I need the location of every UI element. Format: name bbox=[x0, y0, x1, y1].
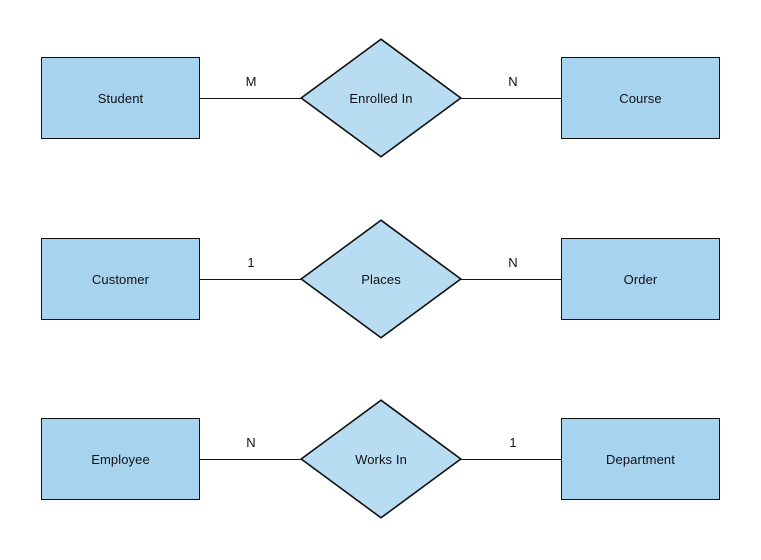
er-relationship-row: Employee N Works In 1 Department bbox=[0, 399, 761, 539]
entity-order[interactable]: Order bbox=[561, 238, 720, 320]
connector-line-right bbox=[461, 98, 562, 99]
entity-course[interactable]: Course bbox=[561, 57, 720, 139]
cardinality-label-right: 1 bbox=[509, 435, 517, 450]
diamond-shape-icon bbox=[300, 219, 462, 339]
connector-line-left bbox=[199, 459, 301, 460]
entity-label: Customer bbox=[91, 271, 150, 287]
cardinality-label-left: N bbox=[246, 435, 256, 450]
cardinality-label-left: 1 bbox=[247, 255, 255, 270]
connector-line-left bbox=[199, 98, 301, 99]
entity-department[interactable]: Department bbox=[561, 418, 720, 500]
entity-label: Course bbox=[619, 90, 662, 106]
entity-customer[interactable]: Customer bbox=[41, 238, 200, 320]
entity-employee[interactable]: Employee bbox=[41, 418, 200, 500]
diamond-shape-icon bbox=[300, 38, 462, 158]
cardinality-label-right: N bbox=[508, 74, 518, 89]
connector-line-left bbox=[199, 279, 301, 280]
entity-label: Employee bbox=[91, 451, 150, 467]
er-relationship-row: Student M Enrolled In N Course bbox=[0, 38, 761, 178]
er-relationship-row: Customer 1 Places N Order bbox=[0, 219, 761, 359]
entity-label: Order bbox=[623, 271, 658, 287]
diamond-shape-icon bbox=[300, 399, 462, 519]
cardinality-label-right: N bbox=[508, 255, 518, 270]
relationship-enrolled-in[interactable]: Enrolled In bbox=[300, 38, 462, 158]
relationship-places[interactable]: Places bbox=[300, 219, 462, 339]
entity-label: Student bbox=[97, 90, 144, 106]
entity-student[interactable]: Student bbox=[41, 57, 200, 139]
connector-line-right bbox=[461, 279, 562, 280]
entity-label: Department bbox=[606, 451, 675, 467]
connector-line-right bbox=[461, 459, 562, 460]
relationship-works-in[interactable]: Works In bbox=[300, 399, 462, 519]
cardinality-label-left: M bbox=[245, 74, 257, 89]
